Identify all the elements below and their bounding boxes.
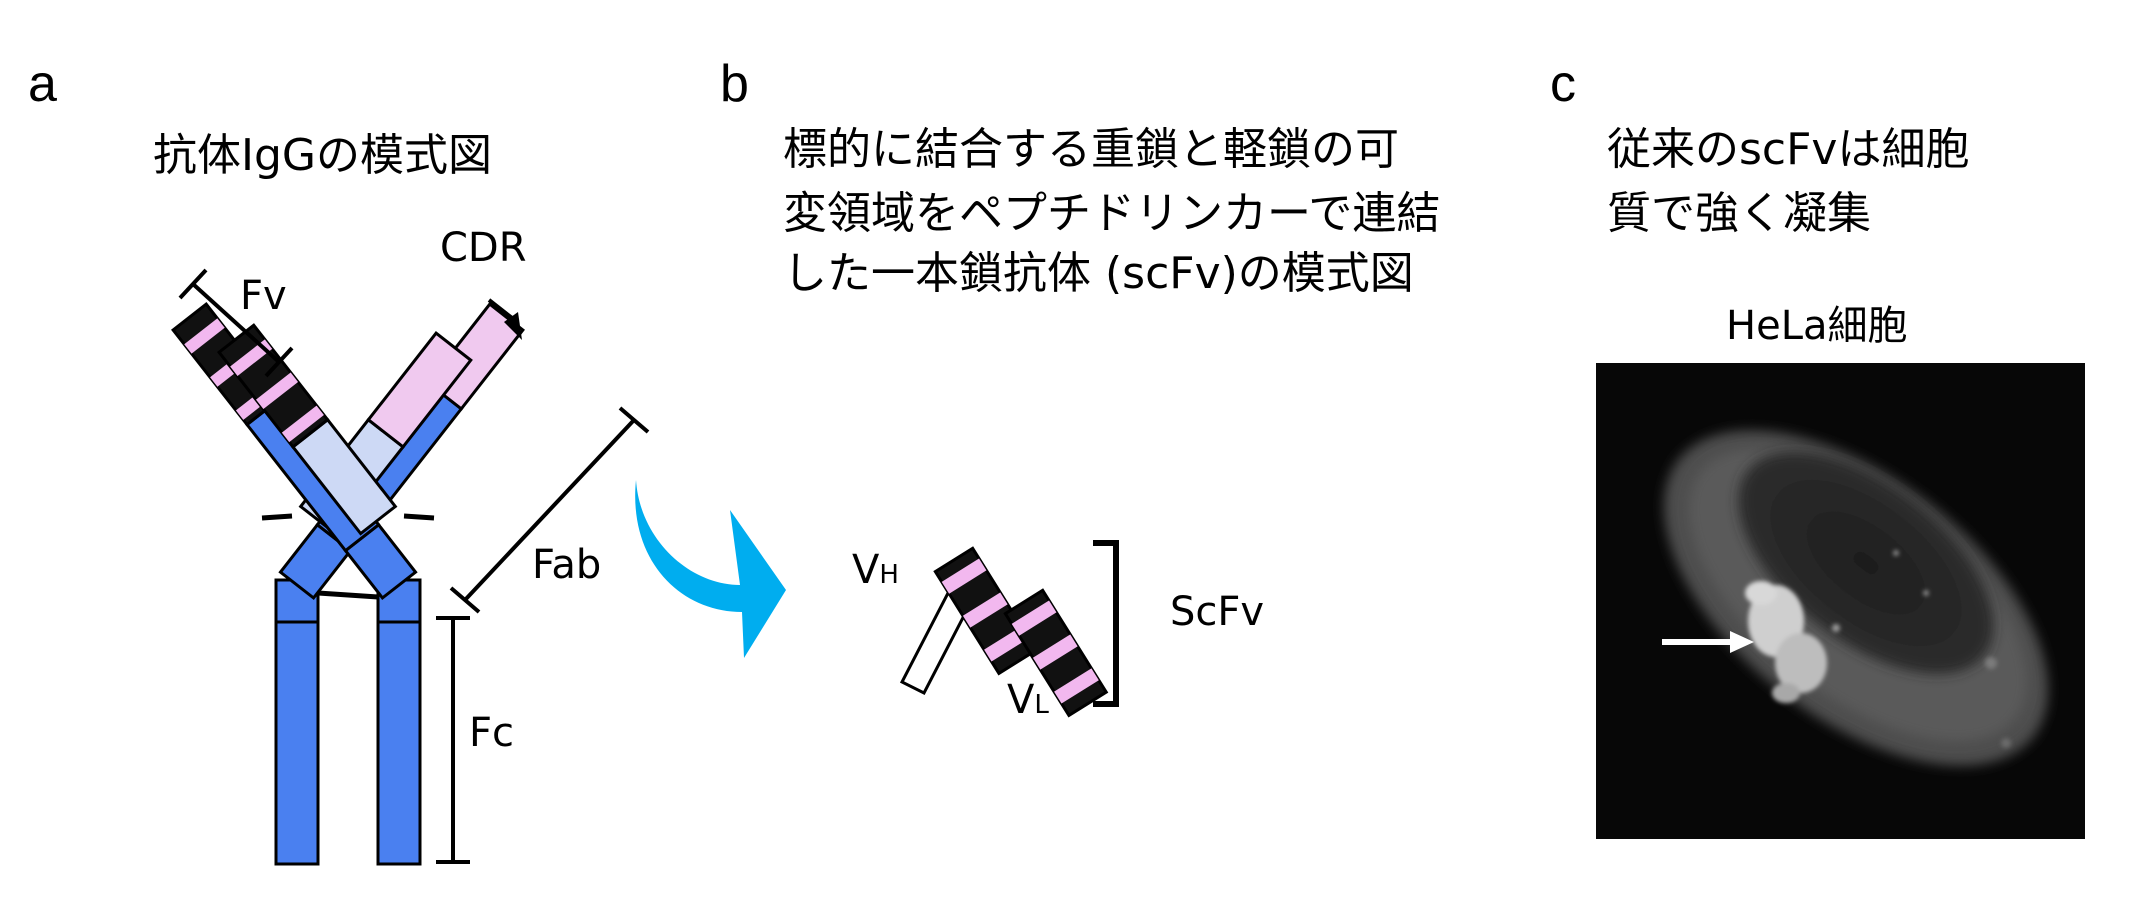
fc-right-chain (376, 618, 422, 866)
scfv-label: ScFv (1170, 589, 1265, 635)
aggregate-pointer-arrow (1662, 631, 1754, 653)
panel-c-title-line2: 質で強く凝集 (1607, 188, 1871, 239)
panel-b-letter: b (720, 55, 749, 113)
vh-label: VH (852, 550, 899, 590)
scfv-molecule (899, 546, 1109, 718)
cdr-label: CDR (440, 225, 527, 271)
fv-label: Fv (240, 273, 287, 319)
panel-a-title: 抗体IgGの模式図 (153, 130, 493, 181)
panel-a-letter: a (28, 55, 57, 113)
fab-bracket (449, 406, 650, 614)
vh-label-sub: H (879, 560, 899, 590)
scfv-vl-domain (1003, 588, 1109, 718)
cell-nucleus (1738, 452, 1994, 674)
scfv-vh-domain (933, 546, 1039, 676)
fc-label: Fc (469, 710, 514, 756)
panel-b-title-line1: 標的に結合する重鎖と軽鎖の可 (783, 124, 1399, 175)
panel-b-title-line3: した一本鎖抗体 (scFv)の模式図 (783, 248, 1414, 299)
fab-label: Fab (532, 542, 602, 588)
panel-c-letter: c (1550, 55, 1576, 113)
vl-label-sub: L (1034, 690, 1049, 720)
right-light-chain (216, 323, 398, 536)
panel-b-title-line2: 変領域をペプチドリンカーで連結 (783, 188, 1441, 239)
panel-c-title-line1: 従来のscFvは細胞 (1607, 124, 1970, 175)
hela-cell-micrograph (1596, 363, 2085, 839)
fc-bracket (436, 616, 470, 864)
micrograph-caption: HeLa細胞 (1726, 303, 1908, 349)
fc-left-chain (274, 618, 320, 866)
vh-label-main: V (852, 547, 880, 593)
scfv-bracket (1093, 540, 1119, 707)
vl-label-main: V (1007, 677, 1035, 723)
vl-label: VL (1007, 680, 1049, 720)
protein-aggregate (1745, 550, 2011, 748)
hinge-bond (317, 590, 379, 600)
transition-arrow (635, 480, 786, 658)
fv-bracket (178, 268, 294, 378)
cdr-pointer-arrow (487, 298, 522, 340)
